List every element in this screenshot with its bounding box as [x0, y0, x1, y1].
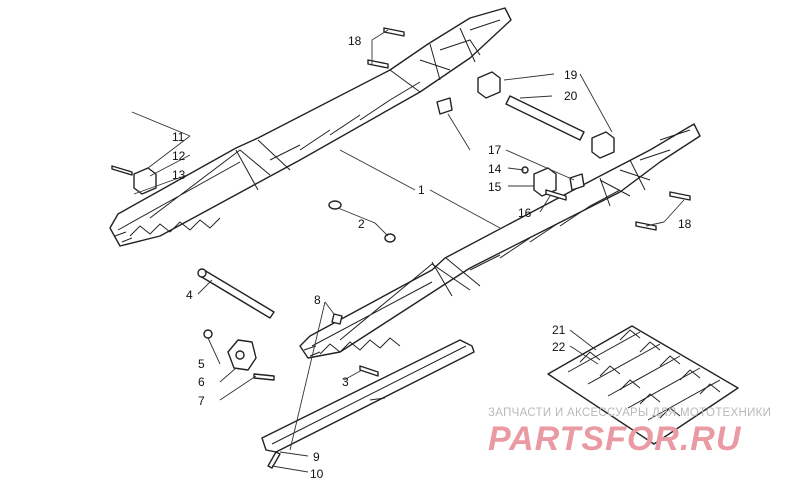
callout-5: 5 [198, 357, 205, 371]
track-section-21 [547, 325, 739, 445]
callout-4: 4 [186, 288, 193, 302]
watermark-brand: PARTSFOR.RU [488, 420, 742, 458]
bolt-7 [253, 373, 275, 381]
callout-21: 21 [552, 323, 566, 337]
front-bumper-6 [227, 339, 257, 371]
wear-strip-9 [261, 339, 475, 453]
watermark-subtitle: ЗАПЧАСТИ И АКСЕССУАРЫ ДЛЯ МОТОТЕХНИКИ [488, 407, 771, 419]
bolt-3 [359, 365, 379, 377]
callout-18-right: 18 [678, 217, 692, 231]
stopper-block-15 [533, 167, 557, 197]
callout-1: 1 [418, 183, 425, 197]
stopper-blocks-19 [477, 71, 615, 159]
bolt-16 [545, 189, 567, 201]
callout-14: 14 [488, 162, 502, 176]
callout-11: 11 [172, 130, 185, 144]
callout-13: 13 [172, 168, 186, 182]
callout-labels: 1 2 3 4 5 6 7 8 9 10 11 12 13 14 15 16 1… [172, 34, 692, 481]
nut-5 [203, 329, 213, 339]
stopper-shaft-20 [505, 95, 585, 141]
callout-20: 20 [564, 89, 578, 103]
spacer-washers-2 [328, 200, 396, 243]
callout-10: 10 [310, 467, 324, 481]
callout-18-top: 18 [348, 34, 362, 48]
rear-stopper-11-13 [111, 165, 157, 195]
callout-19: 19 [564, 68, 578, 82]
callout-12: 12 [172, 149, 186, 163]
callout-16: 16 [518, 206, 532, 220]
upper-spacers [436, 97, 585, 191]
bolts-18 [367, 27, 691, 231]
callout-8: 8 [314, 293, 321, 307]
callout-17: 17 [488, 143, 502, 157]
leader-lines [131, 29, 685, 473]
rear-slide-rail [109, 7, 512, 247]
rivet-8 [331, 313, 343, 325]
callout-15: 15 [488, 180, 502, 194]
screw-10 [267, 451, 281, 469]
callout-3: 3 [342, 375, 349, 389]
watermark: ЗАПЧАСТИ И АКСЕССУАРЫ ДЛЯ МОТОТЕХНИКИ PA… [488, 407, 771, 458]
callout-22: 22 [552, 340, 566, 354]
callout-9: 9 [313, 450, 320, 464]
cross-shaft-4 [197, 268, 275, 319]
callout-6: 6 [198, 375, 205, 389]
front-slide-rail [299, 123, 701, 359]
callout-7: 7 [198, 394, 205, 408]
callout-2: 2 [358, 217, 365, 231]
